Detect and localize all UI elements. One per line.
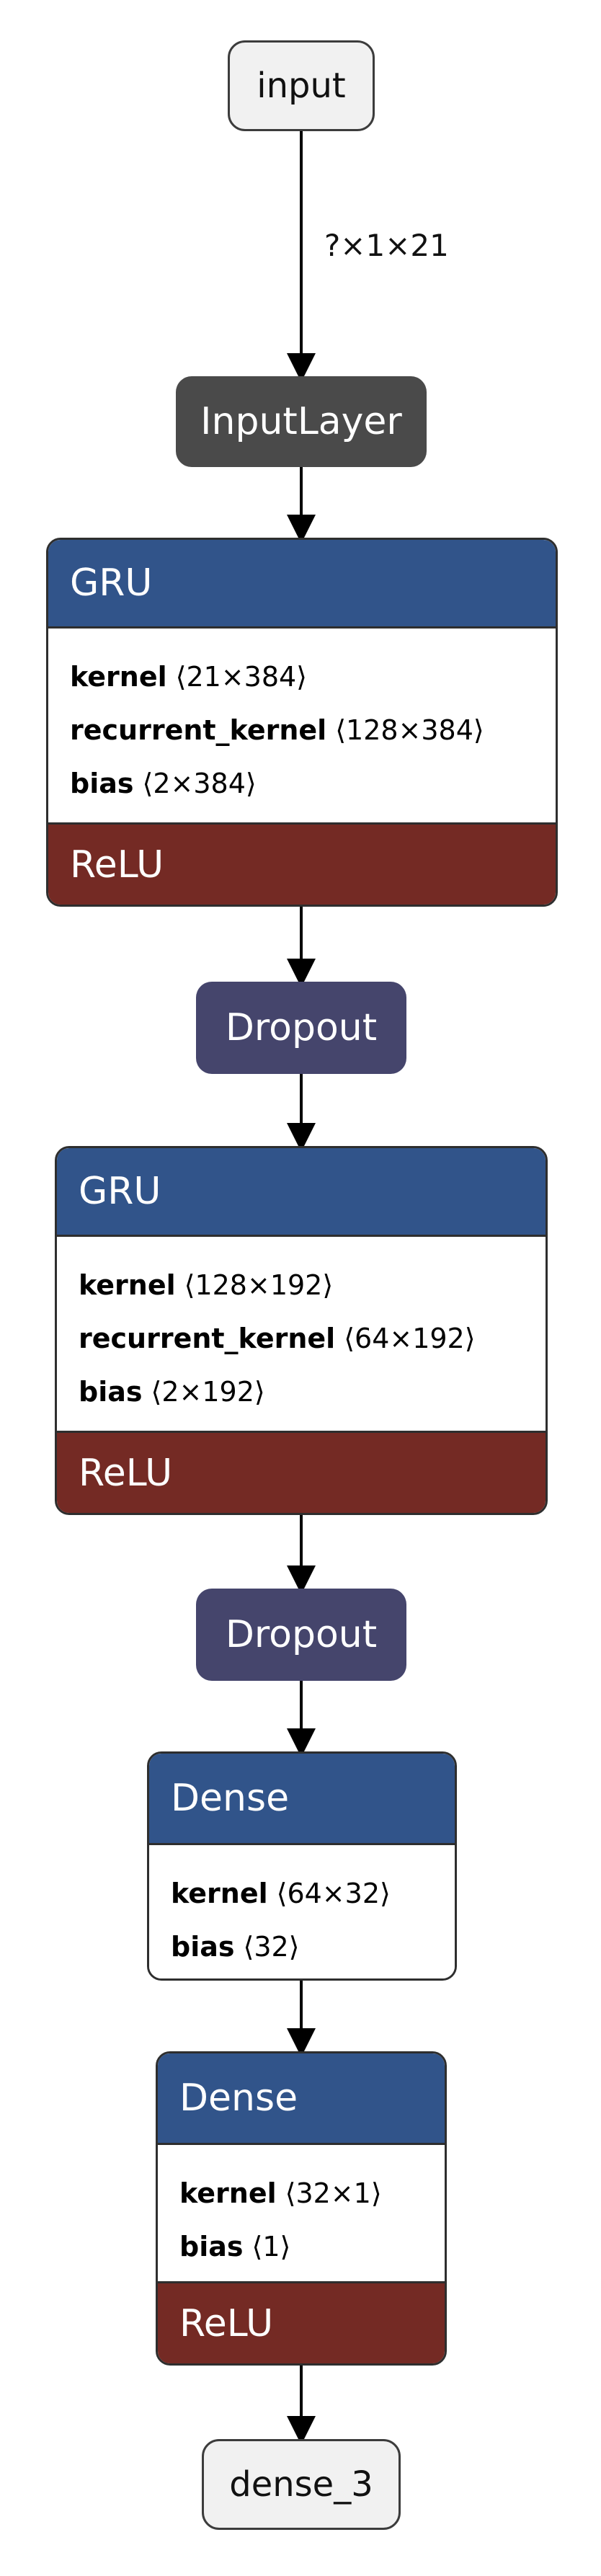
attr-shape: ⟨21×384⟩ [175, 661, 307, 693]
dropout-1-label: Dropout [225, 1006, 378, 1049]
gru-1-header: GRU [48, 540, 556, 626]
gru-1-attr-bias: bias ⟨2×384⟩ [70, 757, 534, 810]
gru-2-activation-label: ReLU [79, 1451, 173, 1495]
attr-shape: ⟨2×192⟩ [151, 1376, 265, 1408]
attr-name: bias [70, 768, 134, 799]
dense-2-activation: ReLU [158, 2281, 445, 2363]
input-node-label: input [257, 66, 346, 106]
dense-2-header: Dense [158, 2053, 445, 2143]
gru-node-2[interactable]: GRU kernel⟨128×192⟩ recurrent_kernel ⟨64×… [55, 1146, 548, 1515]
gru-1-type: GRU [70, 561, 153, 605]
attr-name: bias [171, 1931, 235, 1963]
dense-2-attr-bias: bias⟨1⟩ [179, 2220, 423, 2273]
attr-shape: ⟨32⟩ [243, 1931, 300, 1963]
dropout-node-2[interactable]: Dropout [196, 1589, 406, 1681]
attr-shape: ⟨128×192⟩ [184, 1269, 334, 1301]
attr-name: kernel [79, 1269, 176, 1301]
attr-name: bias [79, 1376, 143, 1408]
dense-2-type: Dense [179, 2077, 298, 2120]
dense-node-2[interactable]: Dense kernel⟨32×1⟩ bias⟨1⟩ ReLU [156, 2051, 447, 2366]
inputlayer-node[interactable]: InputLayer [176, 376, 427, 467]
gru-2-attributes: kernel⟨128×192⟩ recurrent_kernel ⟨64×192⟩… [57, 1235, 546, 1431]
attr-shape: ⟨64×192⟩ [344, 1323, 476, 1354]
attr-shape: ⟨32×1⟩ [285, 2177, 382, 2209]
dense-1-attr-kernel: kernel ⟨64×32⟩ [171, 1867, 433, 1920]
output-node-label: dense_3 [229, 2464, 373, 2505]
dropout-node-1[interactable]: Dropout [196, 982, 406, 1074]
attr-name: kernel [70, 661, 167, 693]
dense-1-header: Dense [149, 1754, 455, 1843]
attr-shape: ⟨1⟩ [251, 2231, 291, 2262]
output-node[interactable]: dense_3 [202, 2439, 401, 2530]
attr-name: kernel [171, 1878, 268, 1909]
edge-label-input-shape: ?×1×21 [324, 228, 449, 263]
dense-1-type: Dense [171, 1777, 290, 1820]
gru-1-attributes: kernel⟨21×384⟩ recurrent_kernel⟨128×384⟩… [48, 626, 556, 822]
dense-2-activation-label: ReLU [179, 2301, 274, 2345]
gru-node-1[interactable]: GRU kernel⟨21×384⟩ recurrent_kernel⟨128×… [46, 538, 558, 907]
gru-2-attr-kernel: kernel⟨128×192⟩ [79, 1258, 524, 1312]
attr-name: recurrent_kernel [79, 1323, 336, 1354]
gru-1-activation-label: ReLU [70, 843, 164, 887]
attr-shape: ⟨2×384⟩ [142, 768, 257, 799]
gru-2-activation: ReLU [57, 1431, 546, 1513]
gru-2-attr-recurrent-kernel: recurrent_kernel ⟨64×192⟩ [79, 1312, 524, 1365]
attr-shape: ⟨128×384⟩ [335, 714, 484, 746]
gru-2-type: GRU [79, 1170, 161, 1213]
dropout-2-label: Dropout [225, 1613, 378, 1656]
dense-1-attributes: kernel ⟨64×32⟩ bias⟨32⟩ [149, 1843, 455, 1978]
input-node[interactable]: input [228, 40, 375, 131]
dense-1-attr-bias: bias⟨32⟩ [171, 1920, 433, 1973]
dense-2-attr-kernel: kernel⟨32×1⟩ [179, 2167, 423, 2220]
attr-name: bias [179, 2231, 244, 2262]
gru-2-attr-bias: bias⟨2×192⟩ [79, 1365, 524, 1418]
gru-1-attr-kernel: kernel⟨21×384⟩ [70, 650, 534, 703]
dense-node-1[interactable]: Dense kernel ⟨64×32⟩ bias⟨32⟩ [147, 1751, 457, 1981]
gru-1-attr-recurrent-kernel: recurrent_kernel⟨128×384⟩ [70, 703, 534, 757]
attr-name: recurrent_kernel [70, 714, 327, 746]
dense-2-attributes: kernel⟨32×1⟩ bias⟨1⟩ [158, 2143, 445, 2281]
attr-shape: ⟨64×32⟩ [276, 1878, 391, 1909]
attr-name: kernel [179, 2177, 277, 2209]
inputlayer-node-label: InputLayer [200, 400, 402, 443]
gru-2-header: GRU [57, 1148, 546, 1235]
gru-1-activation: ReLU [48, 822, 556, 905]
